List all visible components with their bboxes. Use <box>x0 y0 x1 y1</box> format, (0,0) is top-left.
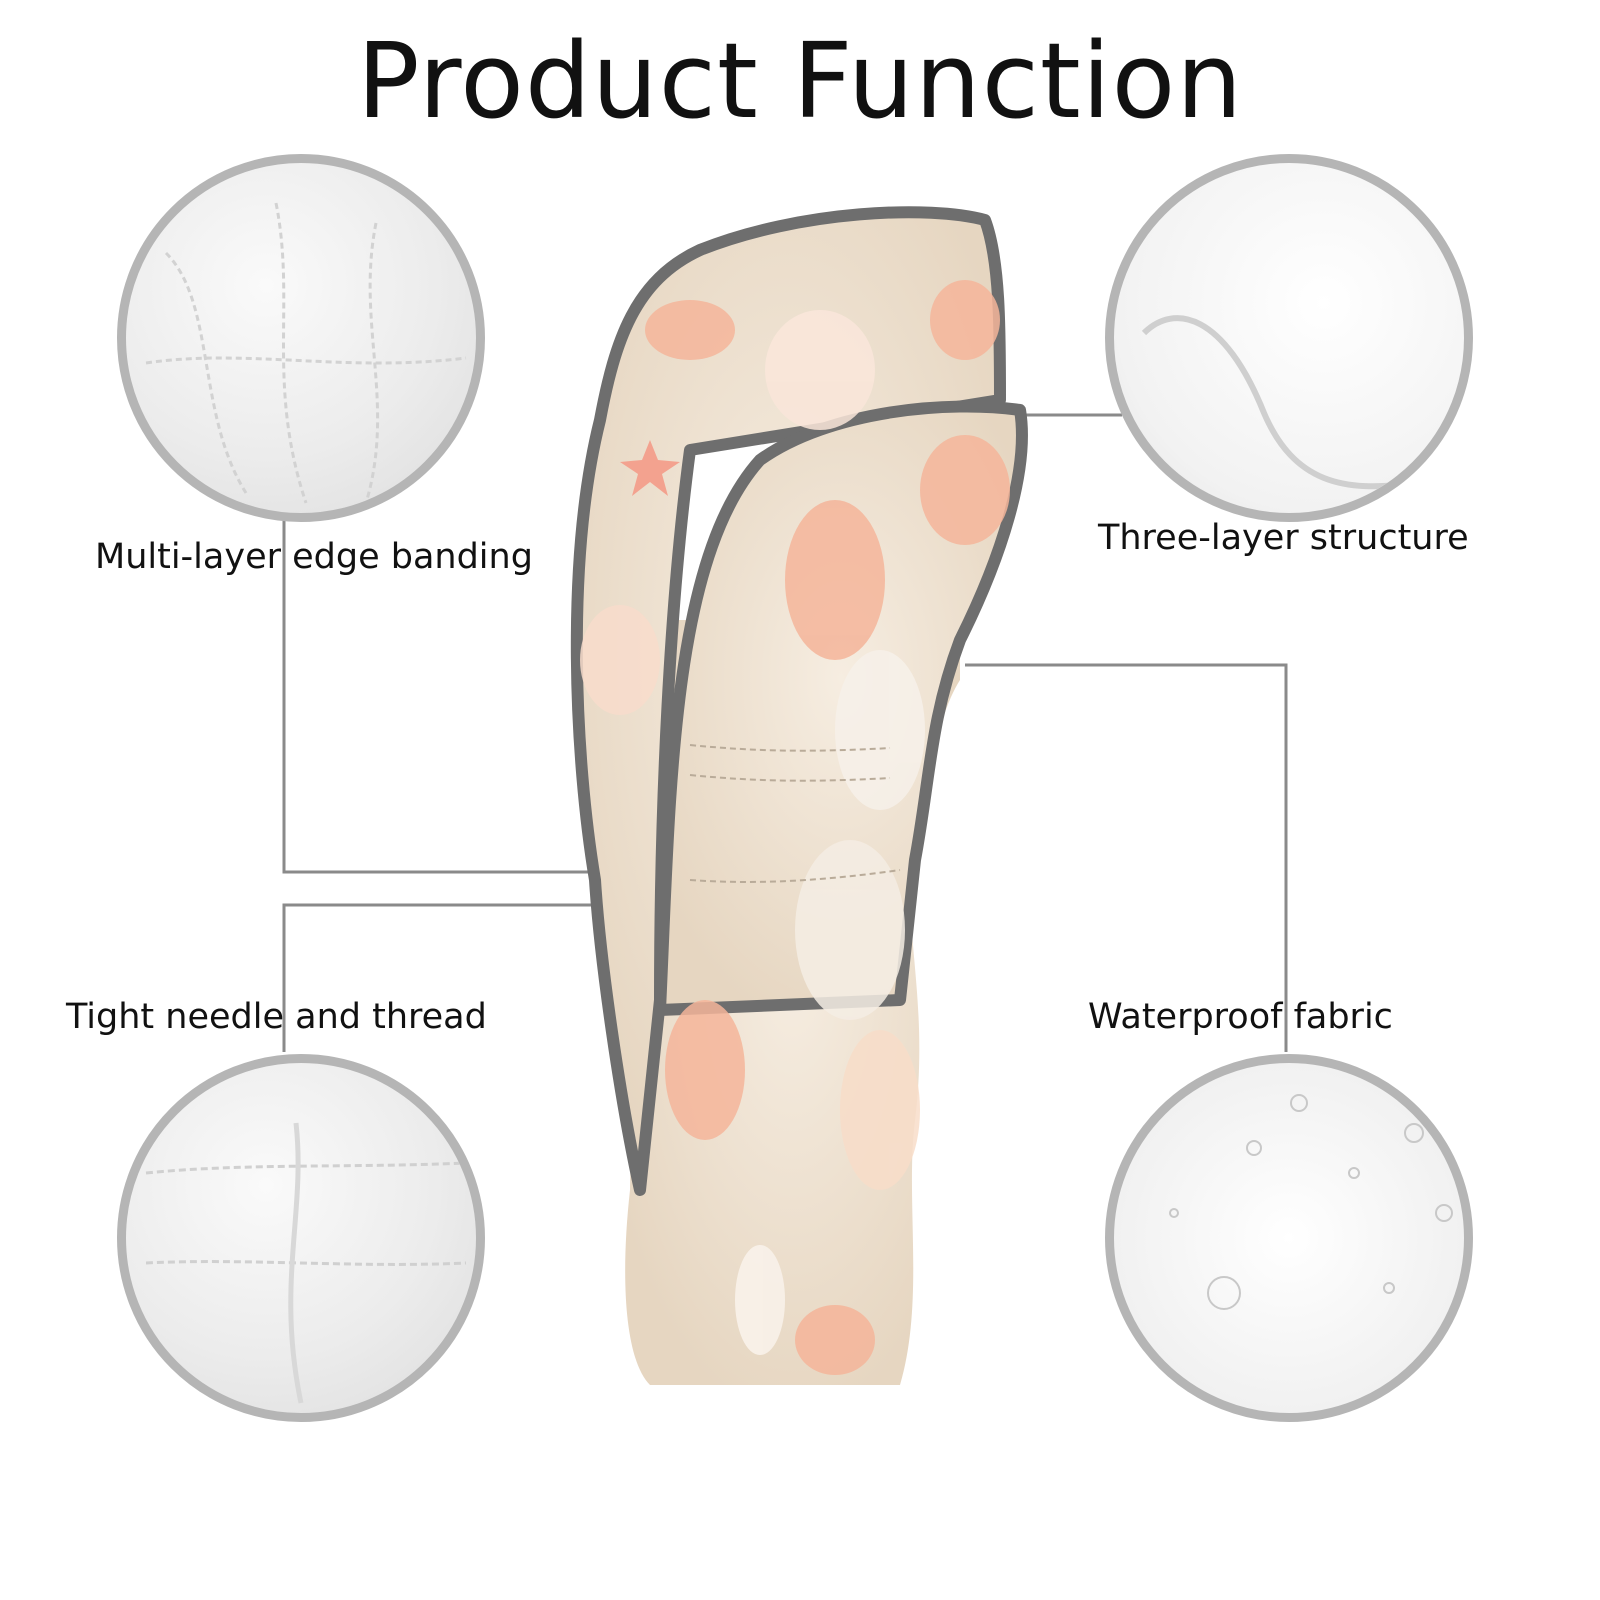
water-droplets-closeup <box>1105 1054 1473 1422</box>
feature-label-three-layer: Three-layer structure <box>1098 518 1469 558</box>
layer-structure-closeup <box>1105 154 1473 522</box>
feature-label-stitching: Tight needle and thread <box>66 997 487 1037</box>
page-title: Product Function <box>356 20 1244 142</box>
feature-label-edge-banding: Multi-layer edge banding <box>95 537 533 577</box>
feature-label-waterproof: Waterproof fabric <box>1088 997 1393 1037</box>
edge-banding-closeup <box>117 154 485 522</box>
stitching-closeup <box>117 1054 485 1422</box>
